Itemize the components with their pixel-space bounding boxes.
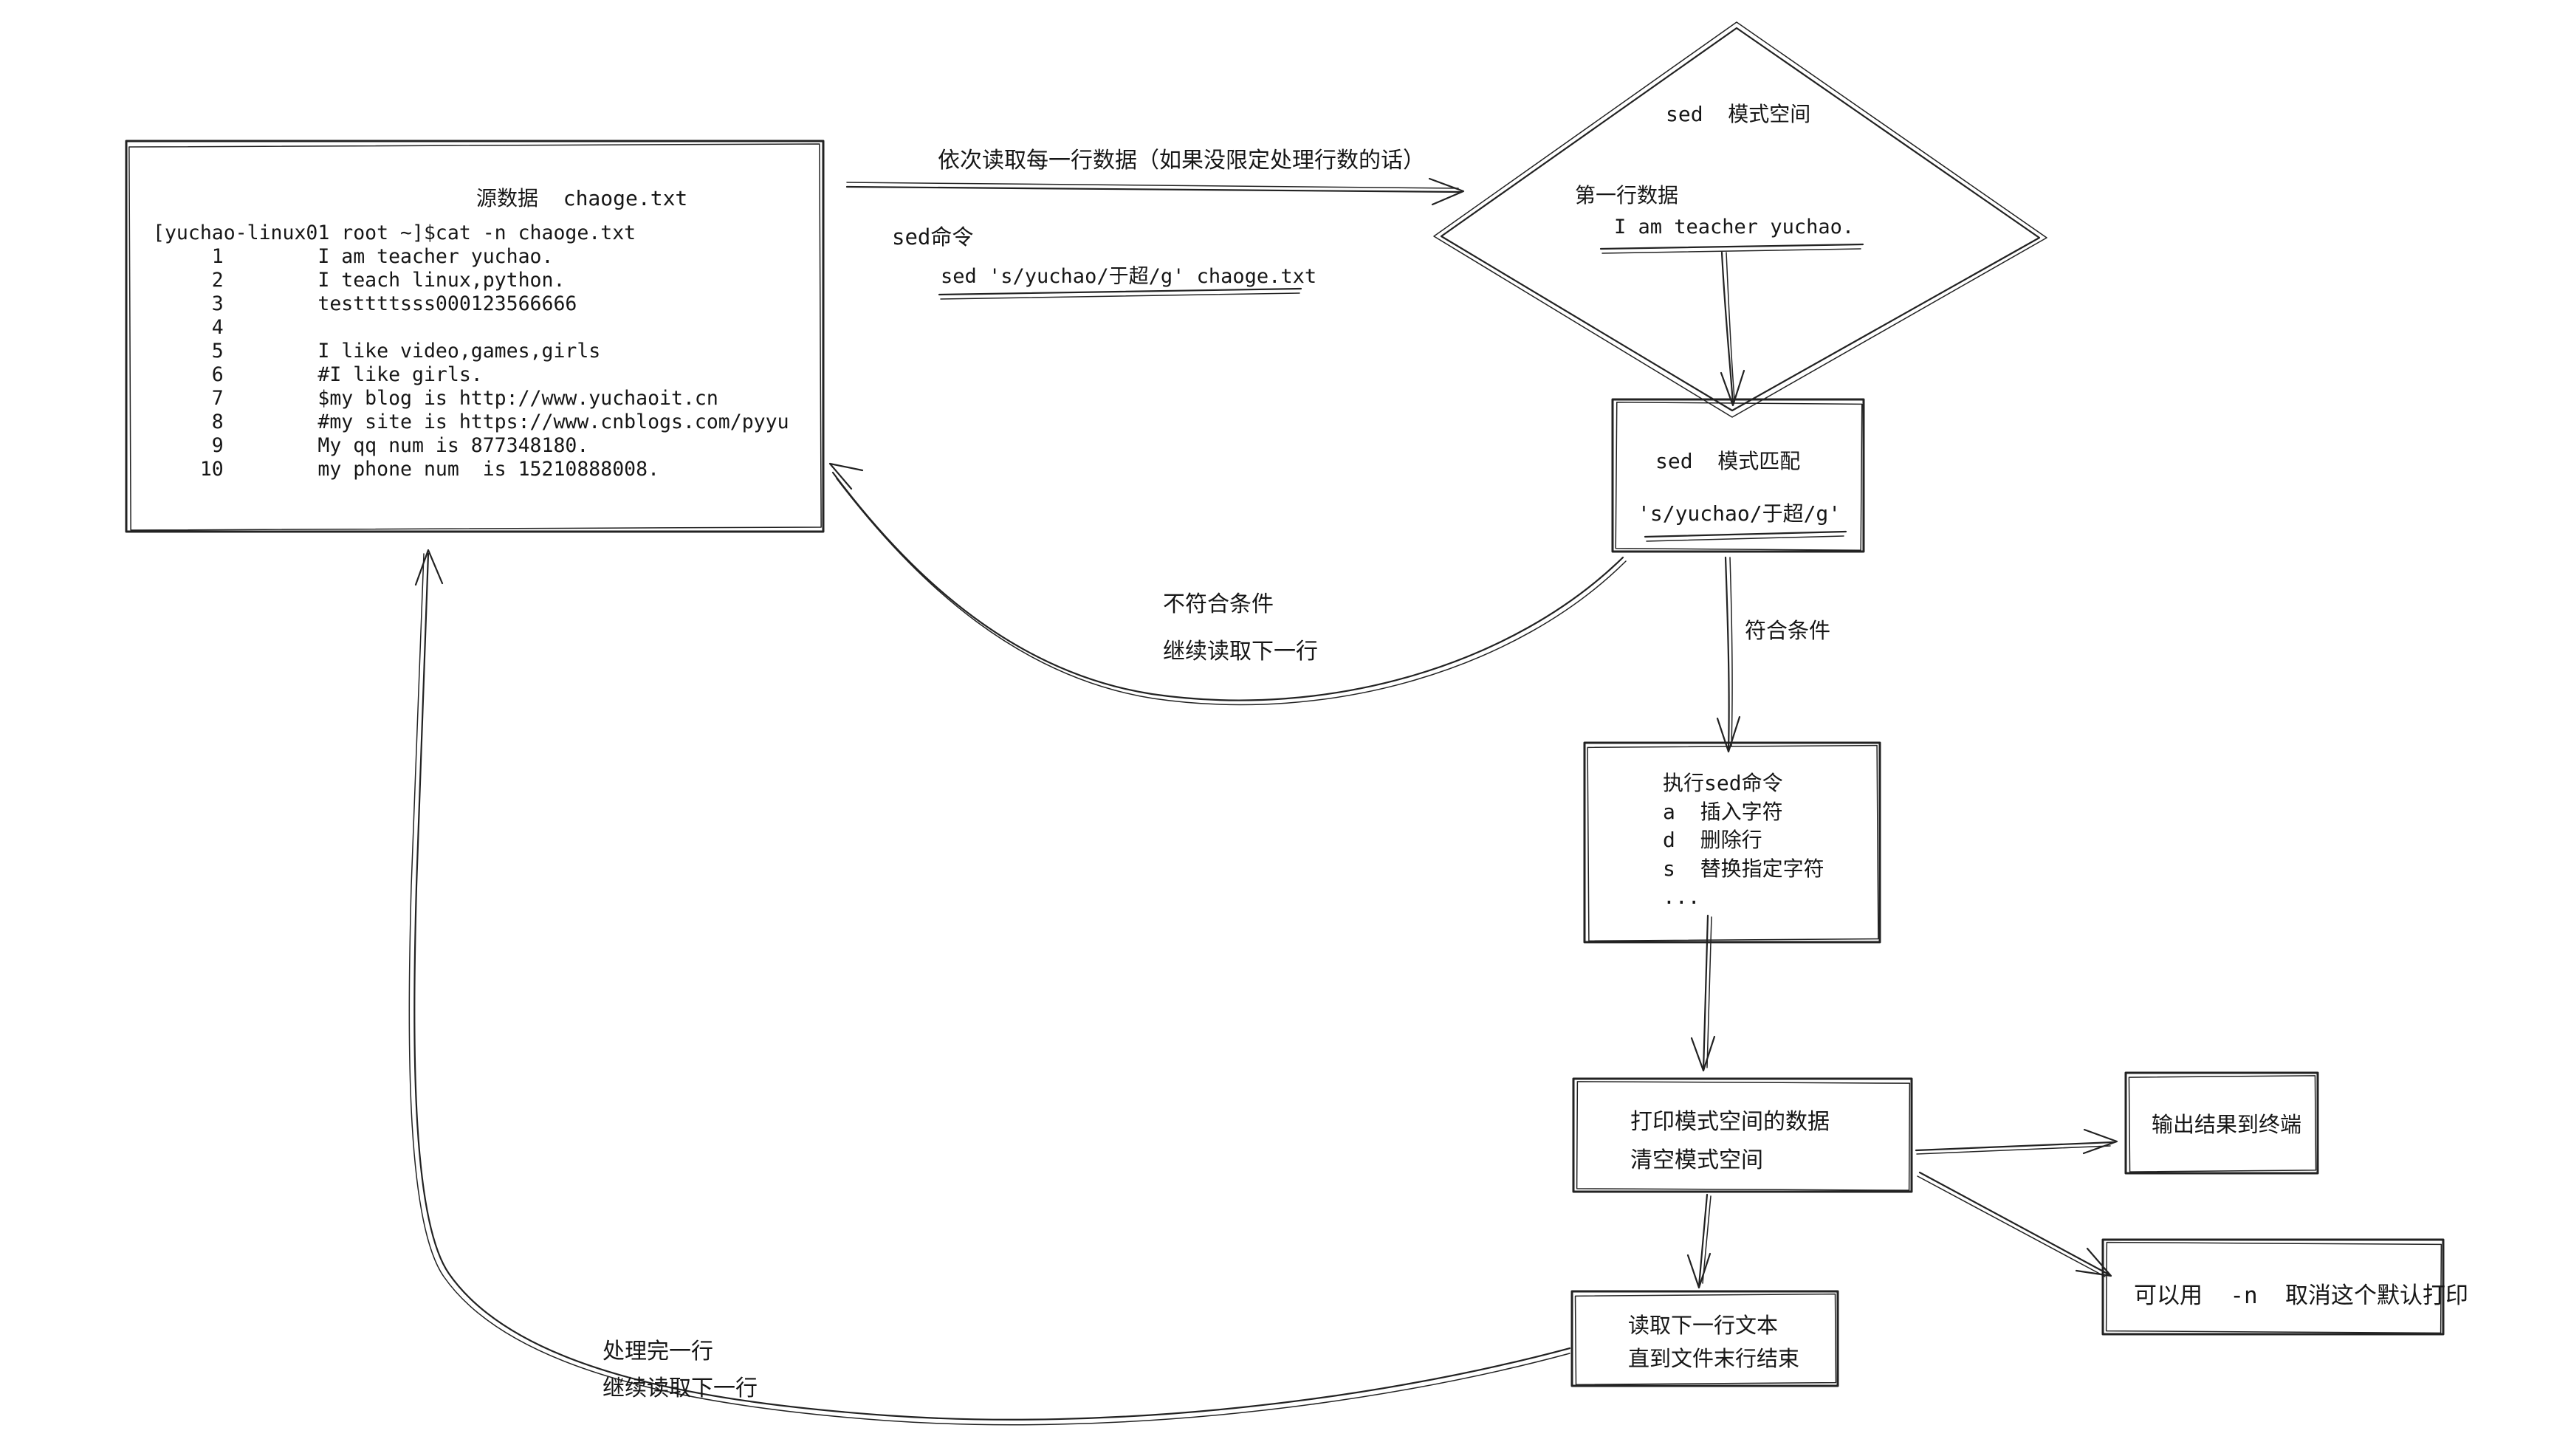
print-box-lines: 打印模式空间的数据 清空模式空间 (1630, 1109, 1830, 1173)
suppress-box-label: 可以用 -n 取消这个默认打印 (2134, 1282, 2468, 1309)
arrow-print-to-next (1688, 1195, 1711, 1288)
print-box-outline (1573, 1079, 1912, 1192)
arrow-exec-to-print (1692, 916, 1714, 1071)
sample-line-underline (1601, 244, 1863, 253)
next-line-box-lines: 读取下一行文本 直到文件末行结束 (1628, 1313, 1800, 1371)
match-box-title: sed 模式匹配 (1655, 449, 1801, 473)
read-each-line-label: 依次读取每一行数据（如果没限定处理行数的话） (938, 148, 1425, 174)
arrow-diamond-to-match-box (1721, 253, 1744, 405)
next-line-box-outline (1572, 1291, 1838, 1386)
arrow-next-to-source (409, 550, 1570, 1425)
diamond-title: sed 模式空间 (1666, 102, 1811, 126)
no-match-label: 不符合条件 继续读取下一行 (1163, 591, 1318, 665)
arrow-no-match-return (830, 464, 1626, 705)
done-line-label: 处理完一行 继续读取下一行 (602, 1339, 758, 1401)
sed-cmd-text: sed 's/yuchao/于超/g' chaoge.txt (941, 265, 1317, 288)
pattern-underline (1645, 532, 1846, 541)
sed-cmd-caption: sed命令 (892, 224, 974, 250)
match-box-pattern: 's/yuchao/于超/g' (1638, 501, 1841, 526)
output-box-label: 输出结果到终端 (2152, 1112, 2302, 1137)
arrow-source-to-diamond (847, 179, 1463, 205)
arrow-print-to-output (1916, 1130, 2117, 1154)
output-box-outline (2126, 1073, 2318, 1173)
source-terminal-text: [yuchao-linux01 root ~]$cat -n chaoge.tx… (153, 222, 789, 481)
match-box-outline (1613, 399, 1864, 552)
pattern-space-diamond-outline (1434, 22, 2047, 417)
source-box-title: 源数据 chaoge.txt (476, 186, 688, 210)
source-box-outline (126, 141, 823, 532)
exec-box-outline (1585, 743, 1880, 942)
match-label: 符合条件 (1745, 618, 1831, 643)
sed-command-underline (939, 289, 1301, 299)
diamond-sample-line: I am teacher yuchao. (1614, 216, 1855, 238)
diamond-subtitle: 第一行数据 (1575, 183, 1679, 207)
exec-box-lines: 执行sed命令 a 插入字符 d 删除行 s 替换指定字符 ... (1663, 771, 1824, 909)
suppress-box-outline (2103, 1240, 2443, 1334)
arrow-print-to-suppress (1918, 1172, 2111, 1277)
arrow-match-to-exec (1717, 557, 1740, 752)
